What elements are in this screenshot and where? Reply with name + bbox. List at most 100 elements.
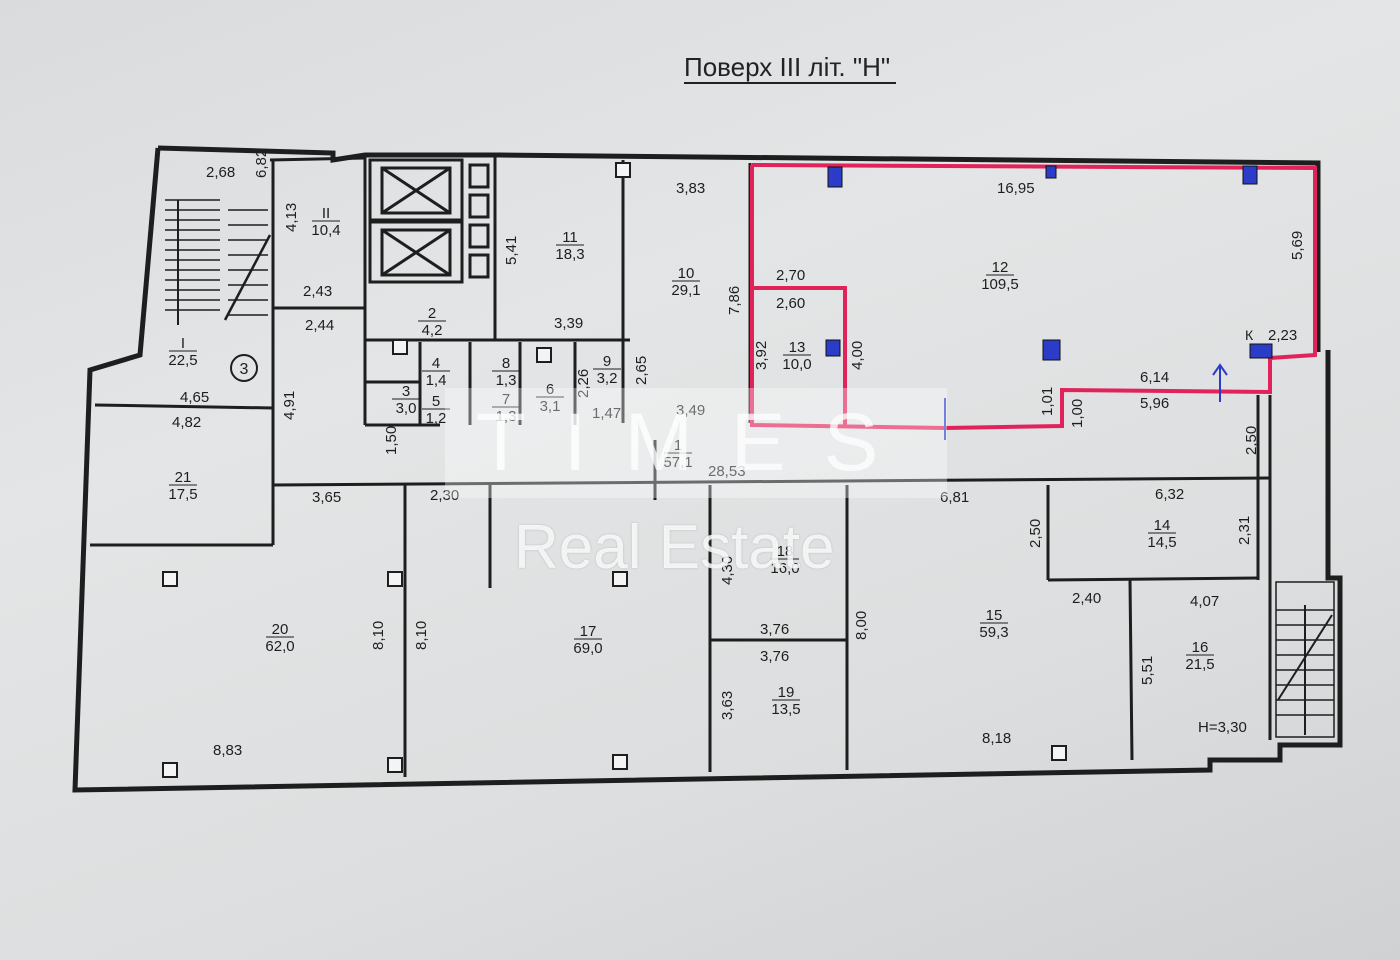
- dimension-label: 3,49: [676, 402, 705, 419]
- dimension-label: 7,86: [726, 286, 743, 315]
- dimension-label: 2,43: [303, 283, 332, 300]
- dimension-label: 1,00: [1069, 399, 1086, 428]
- stair-marker: 3: [230, 354, 258, 382]
- dimension-label: 16,95: [997, 180, 1035, 197]
- dimension-label: 1,01: [1039, 387, 1056, 416]
- room-area: 17,5: [168, 486, 197, 503]
- dimension-label: 3,65: [312, 489, 341, 506]
- room-number: 7: [502, 391, 510, 408]
- dimension-label: 2,26: [575, 369, 592, 398]
- dimension-label: 5,69: [1289, 231, 1306, 260]
- dimension-label: 4,82: [172, 414, 201, 431]
- dimension-label: 4,91: [281, 391, 298, 420]
- room-number: 16: [1192, 639, 1209, 656]
- room-number: 1: [674, 437, 682, 454]
- room-labels: I22,5II10,4157,124,233,041,451,263,171,3…: [168, 205, 1214, 718]
- room-number: 12: [992, 259, 1009, 276]
- room-number: 13: [789, 339, 806, 356]
- blue-markers: [825, 165, 1273, 361]
- room-area: 109,5: [981, 276, 1019, 293]
- dimension-label: 6,81: [940, 489, 969, 506]
- dimension-label: 3,39: [554, 315, 583, 332]
- room-number: 6: [546, 381, 554, 398]
- room-number: 14: [1154, 517, 1171, 534]
- dimension-label: 4,07: [1190, 593, 1219, 610]
- room-number: 20: [272, 621, 289, 638]
- room-number: 4: [432, 355, 440, 372]
- room-number: 10: [678, 265, 695, 282]
- dimension-label: 5,96: [1140, 395, 1169, 412]
- dimension-label: 4,13: [283, 203, 300, 232]
- dimension-label: 2,65: [633, 356, 650, 385]
- room-number: 3: [402, 383, 410, 400]
- room-number: 8: [502, 355, 510, 372]
- stairs-left: [165, 199, 272, 325]
- dimension-label: 2,68: [206, 164, 235, 181]
- room-number: 11: [562, 229, 578, 246]
- dimension-label: 4,00: [849, 341, 866, 370]
- dimension-label: 2,23: [1268, 327, 1297, 344]
- dimension-label: 8,83: [213, 742, 242, 759]
- dimension-label: 6,32: [1155, 486, 1184, 503]
- dimension-label: 2,70: [776, 267, 805, 284]
- dimension-label: 2,44: [305, 317, 334, 334]
- room-area: 10,4: [311, 222, 340, 239]
- svg-text:3: 3: [240, 361, 249, 378]
- dimension-label: 3,92: [753, 341, 770, 370]
- k-marker: К: [1245, 327, 1254, 343]
- dimension-label: 2,60: [776, 295, 805, 312]
- columns: [162, 162, 1067, 778]
- dimension-label: 2,50: [1027, 519, 1044, 548]
- room-area: 16,0: [770, 560, 799, 577]
- room-number: 19: [778, 684, 795, 701]
- room-area: 14,5: [1147, 534, 1176, 551]
- stairs-right: [1275, 581, 1335, 738]
- dimension-label: 6,82: [253, 149, 270, 178]
- room-area: 1,3: [496, 408, 517, 425]
- room-area: 1,2: [426, 410, 447, 427]
- watermark-brand: TIMES: [445, 388, 947, 498]
- room-number: 15: [986, 607, 1003, 624]
- room-number: 21: [175, 469, 192, 486]
- dimension-label: 2,31: [1236, 516, 1253, 545]
- room-area: 29,1: [671, 282, 700, 299]
- room-area: 57,1: [663, 454, 692, 471]
- dimension-label: 1,47: [592, 405, 621, 422]
- room-area: 69,0: [573, 640, 602, 657]
- dimension-label: 3,76: [760, 648, 789, 665]
- room-area: 59,3: [979, 624, 1008, 641]
- floor-title: Поверх III літ. "Н": [684, 52, 897, 84]
- dimension-label: 5,51: [1139, 656, 1156, 685]
- room-area: 10,0: [782, 356, 811, 373]
- room-area: 22,5: [168, 352, 197, 369]
- dimension-label: 3,76: [760, 621, 789, 638]
- dimension-label: 4,30: [719, 556, 736, 585]
- arrow-icon: [944, 363, 1228, 440]
- height-note: Н=3,30: [1198, 719, 1247, 736]
- dimension-label: 28,53: [708, 463, 746, 480]
- room-area: 62,0: [265, 638, 294, 655]
- room-area: 3,0: [396, 400, 417, 417]
- dimension-label: 8,18: [982, 730, 1011, 747]
- room-area: 3,1: [540, 398, 561, 415]
- dimension-label: 2,30: [430, 487, 459, 504]
- room-area: 3,2: [597, 370, 618, 387]
- dimension-label: 8,00: [853, 611, 870, 640]
- dimension-label: 3,83: [676, 180, 705, 197]
- dimension-label: 8,10: [413, 621, 430, 650]
- room-area: 1,3: [496, 372, 517, 389]
- room-number: 5: [432, 393, 440, 410]
- room-area: 21,5: [1185, 656, 1214, 673]
- room-area: 1,4: [426, 372, 447, 389]
- interior-walls: [90, 155, 1272, 777]
- dimension-label: 3,63: [719, 691, 736, 720]
- room-area: 4,2: [422, 322, 443, 339]
- dimension-label: 8,10: [370, 621, 387, 650]
- watermark-subtitle: Real Estate: [514, 513, 835, 582]
- room-number: 9: [603, 353, 611, 370]
- room-number: 18: [777, 543, 794, 560]
- dimension-label: 1,50: [383, 426, 400, 455]
- dimension-label: 6,14: [1140, 369, 1169, 386]
- dimension-label: 5,41: [503, 236, 520, 265]
